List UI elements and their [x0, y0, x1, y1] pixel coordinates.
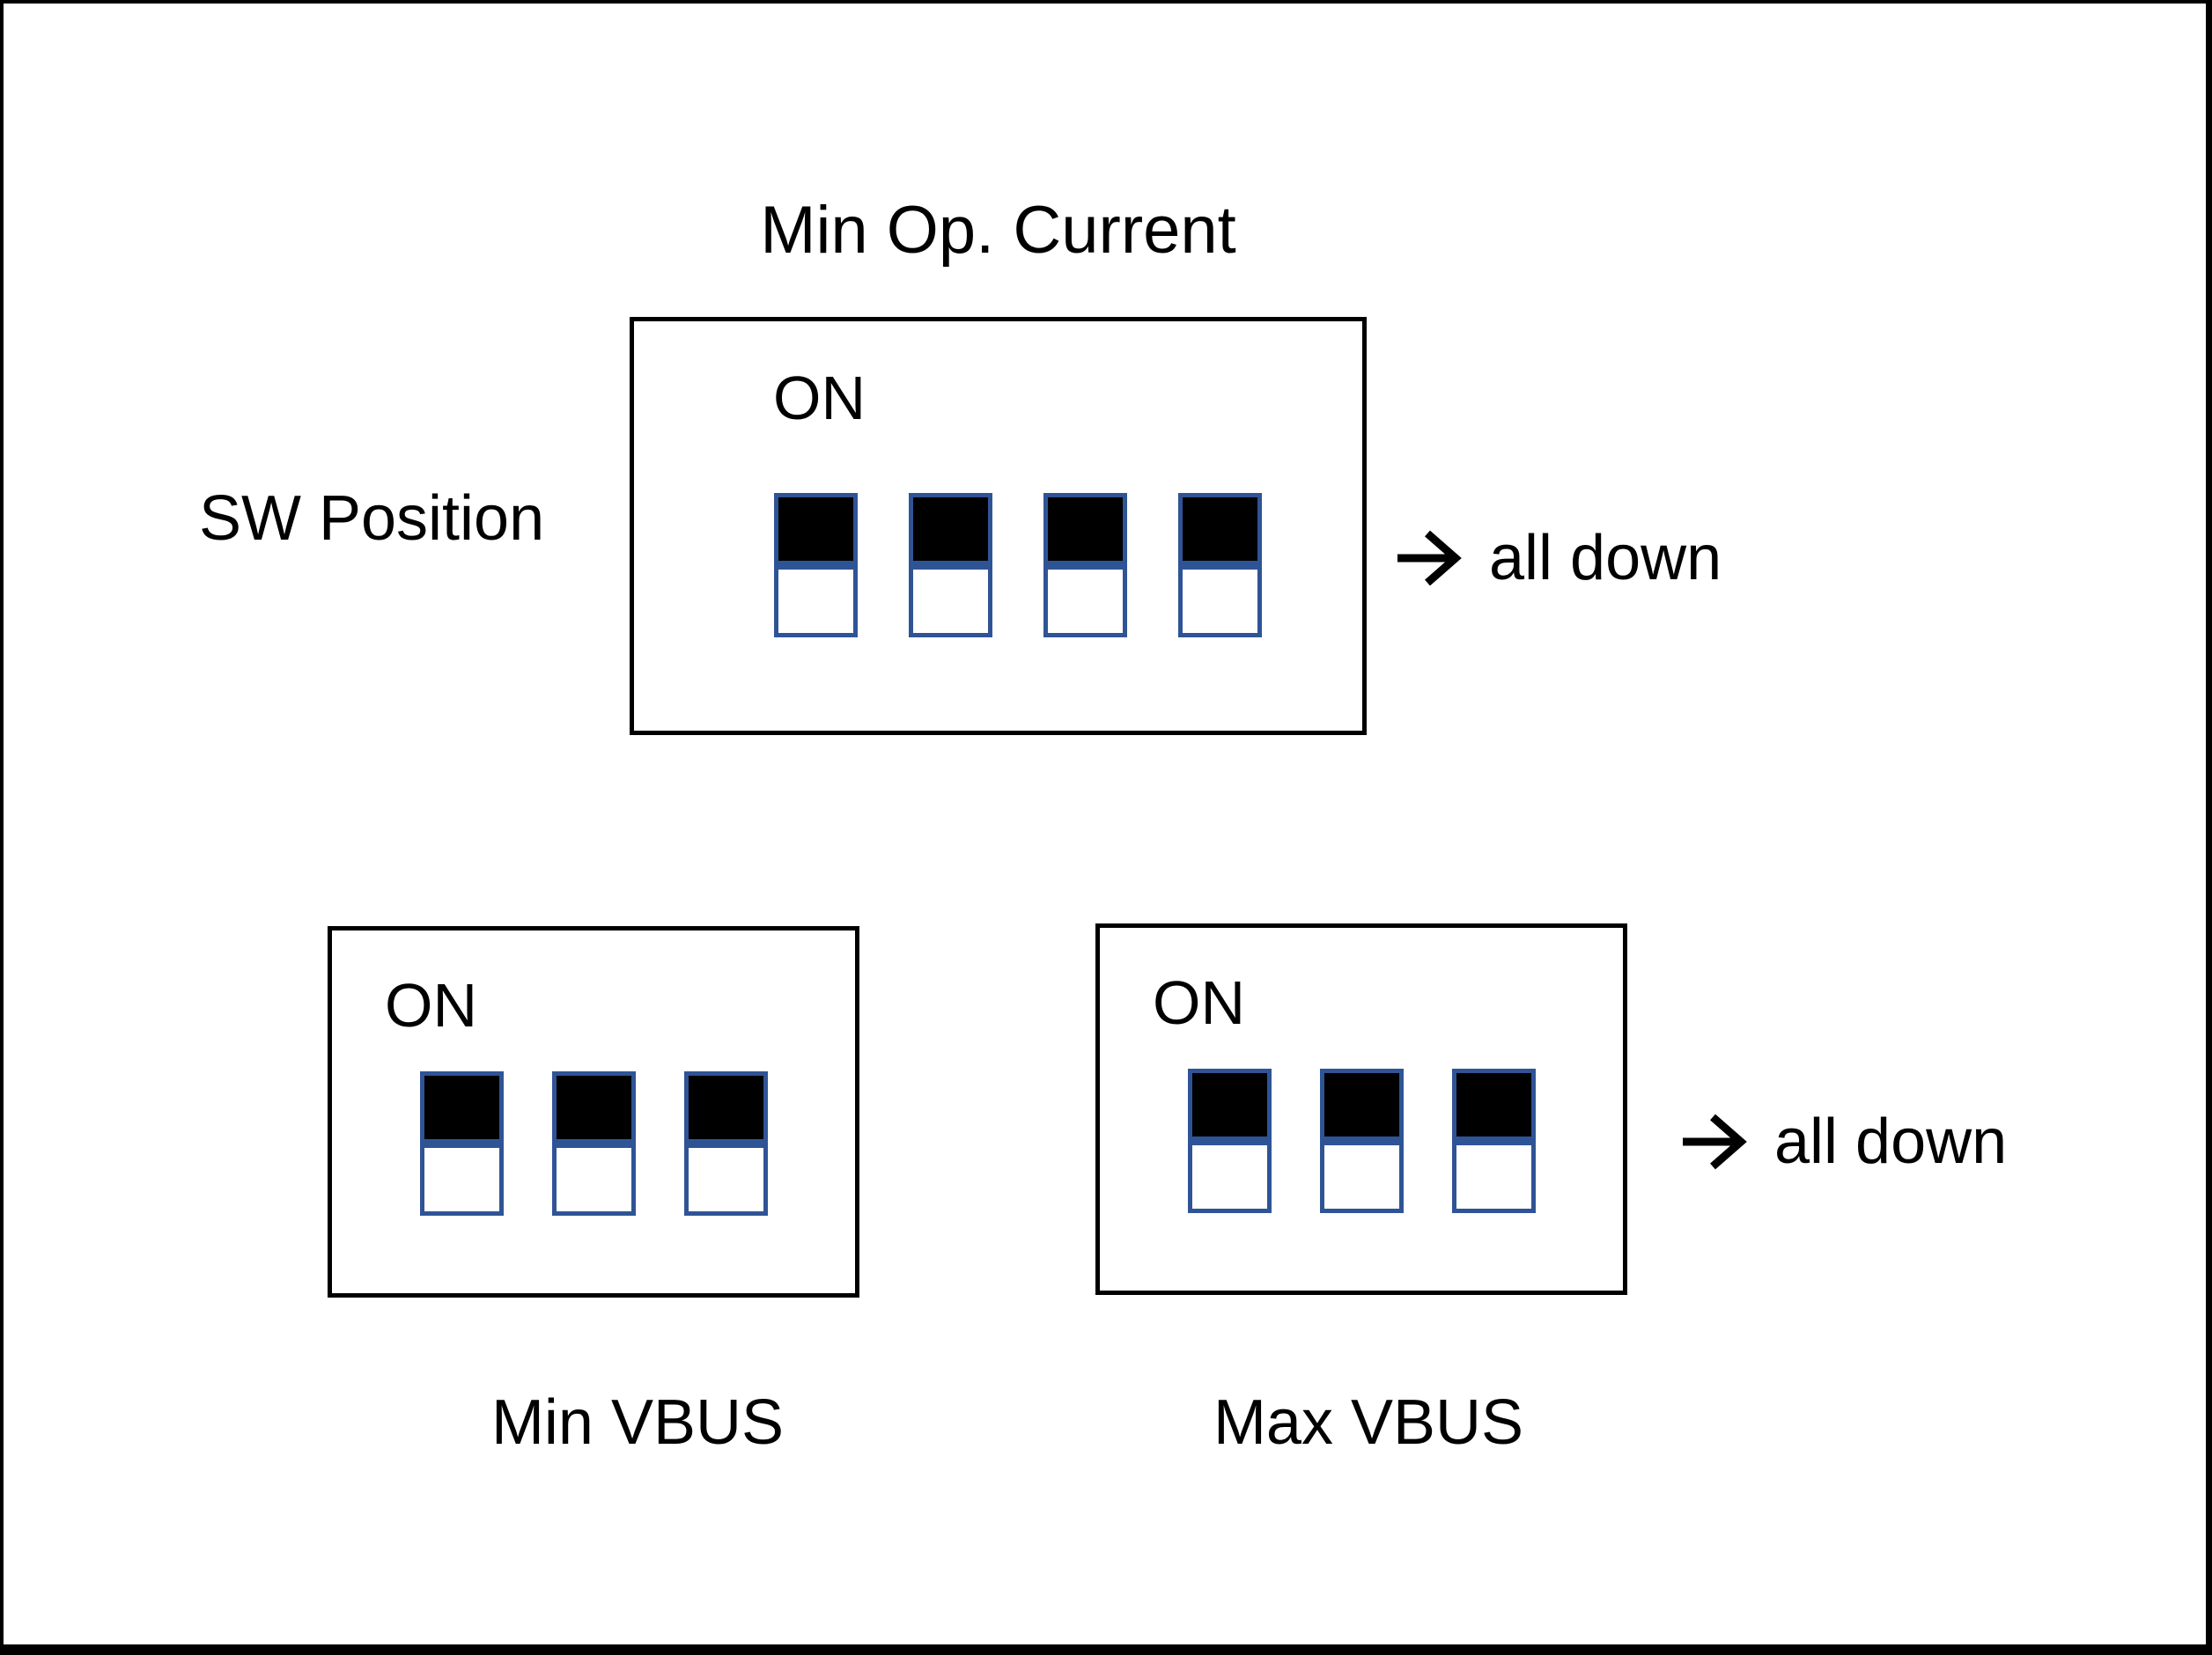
annotation-max-vbus: all down [1681, 1101, 2007, 1182]
dip-bottom-cell [774, 565, 858, 637]
dip-bottom-cell [1188, 1141, 1272, 1213]
dip-bottom-cell [1320, 1141, 1404, 1213]
panel-title-min-vbus: Min VBUS [490, 1387, 785, 1458]
dip-bottom-cell [420, 1144, 504, 1216]
dip-switch [909, 493, 992, 637]
annotation-text: all down [1489, 523, 1722, 593]
dip-switch-row [634, 321, 1362, 731]
dip-top-cell [1320, 1069, 1404, 1141]
dip-top-cell [1188, 1069, 1272, 1141]
panel-min-vbus: ON [328, 926, 859, 1298]
dip-bottom-cell [1178, 565, 1262, 637]
dip-switch [684, 1071, 768, 1216]
dip-top-cell [1452, 1069, 1536, 1141]
sw-position-label: SW Position [199, 483, 545, 554]
on-label: ON [1153, 968, 1245, 1037]
dip-switch [1178, 493, 1262, 637]
dip-bottom-cell [552, 1144, 636, 1216]
dip-switch [774, 493, 858, 637]
dip-switch-row [332, 930, 855, 1293]
panel-min-op-current: ON [630, 317, 1367, 735]
on-label: ON [385, 971, 477, 1040]
dip-switch [420, 1071, 504, 1216]
right-arrow-icon [1683, 1114, 1747, 1170]
dip-top-cell [774, 493, 858, 565]
dip-top-cell [552, 1071, 636, 1144]
dip-switch [1043, 493, 1127, 637]
dip-top-cell [420, 1071, 504, 1144]
dip-top-cell [684, 1071, 768, 1144]
dip-top-cell [1043, 493, 1127, 565]
right-arrow-icon [1397, 530, 1462, 586]
dip-switch [552, 1071, 636, 1216]
panel-title-max-vbus: Max VBUS [1213, 1387, 1524, 1458]
on-label: ON [773, 364, 866, 432]
dip-bottom-cell [1043, 565, 1127, 637]
annotation-min-op-current: all down [1396, 518, 1722, 599]
dip-top-cell [909, 493, 992, 565]
dip-switch [1320, 1069, 1404, 1213]
dip-bottom-cell [909, 565, 992, 637]
panel-max-vbus: ON [1095, 923, 1627, 1295]
dip-top-cell [1178, 493, 1262, 565]
annotation-text: all down [1774, 1107, 2008, 1177]
panel-title-min-op-current: Min Op. Current [760, 193, 1236, 268]
dip-switch [1188, 1069, 1272, 1213]
dip-switch-row [1100, 928, 1623, 1291]
dip-bottom-cell [684, 1144, 768, 1216]
dip-bottom-cell [1452, 1141, 1536, 1213]
dip-switch [1452, 1069, 1536, 1213]
